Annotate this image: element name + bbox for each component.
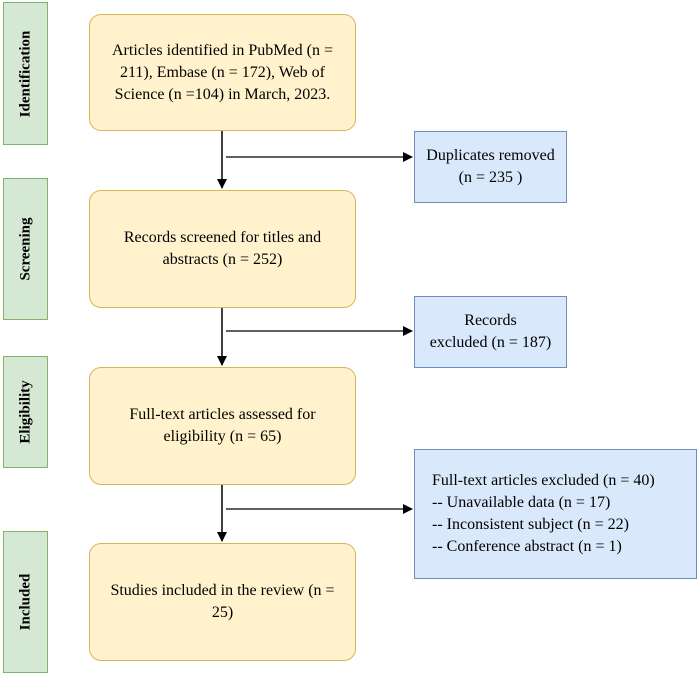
box-articles-identified: Articles identified in PubMed (n = 211),… [89,14,356,131]
records-excluded-line2: excluded (n = 187) [429,334,552,351]
duplicates-line2: (n = 235 ) [458,169,523,186]
fulltext-excluded-item: -- Inconsistent subject (n = 22) [432,516,629,533]
box-records-excluded: Records excluded (n = 187) [414,296,567,368]
box-fulltext-assessed-text: Full-text articles assessed for eligibil… [129,406,316,445]
phase-identification-label: Identification [17,30,33,117]
phase-screening: Screening [3,178,48,320]
phase-included: Included [3,531,48,673]
fulltext-excluded-title: Full-text articles excluded (n = 40) [432,472,655,489]
box-fulltext-excluded: Full-text articles excluded (n = 40) -- … [414,449,697,579]
duplicates-line1: Duplicates removed [426,147,555,164]
records-excluded-line1: Records [464,312,517,329]
box-fulltext-assessed: Full-text articles assessed for eligibil… [89,367,356,485]
phase-included-label: Included [17,573,33,631]
box-records-screened-text: Records screened for titles and abstract… [123,229,322,268]
phase-identification: Identification [3,2,48,145]
box-records-screened: Records screened for titles and abstract… [89,190,356,308]
fulltext-excluded-item: -- Conference abstract (n = 1) [432,538,622,555]
phase-eligibility: Eligibility [3,356,48,468]
phase-screening-label: Screening [17,217,33,281]
box-articles-identified-text: Articles identified in PubMed (n = 211),… [112,41,333,103]
box-duplicates-removed: Duplicates removed (n = 235 ) [414,131,567,203]
box-studies-included: Studies included in the review (n = 25) [89,543,356,661]
box-studies-included-text: Studies included in the review (n = 25) [110,582,335,621]
fulltext-excluded-item: -- Unavailable data (n = 17) [432,494,611,511]
phase-eligibility-label: Eligibility [17,380,33,444]
